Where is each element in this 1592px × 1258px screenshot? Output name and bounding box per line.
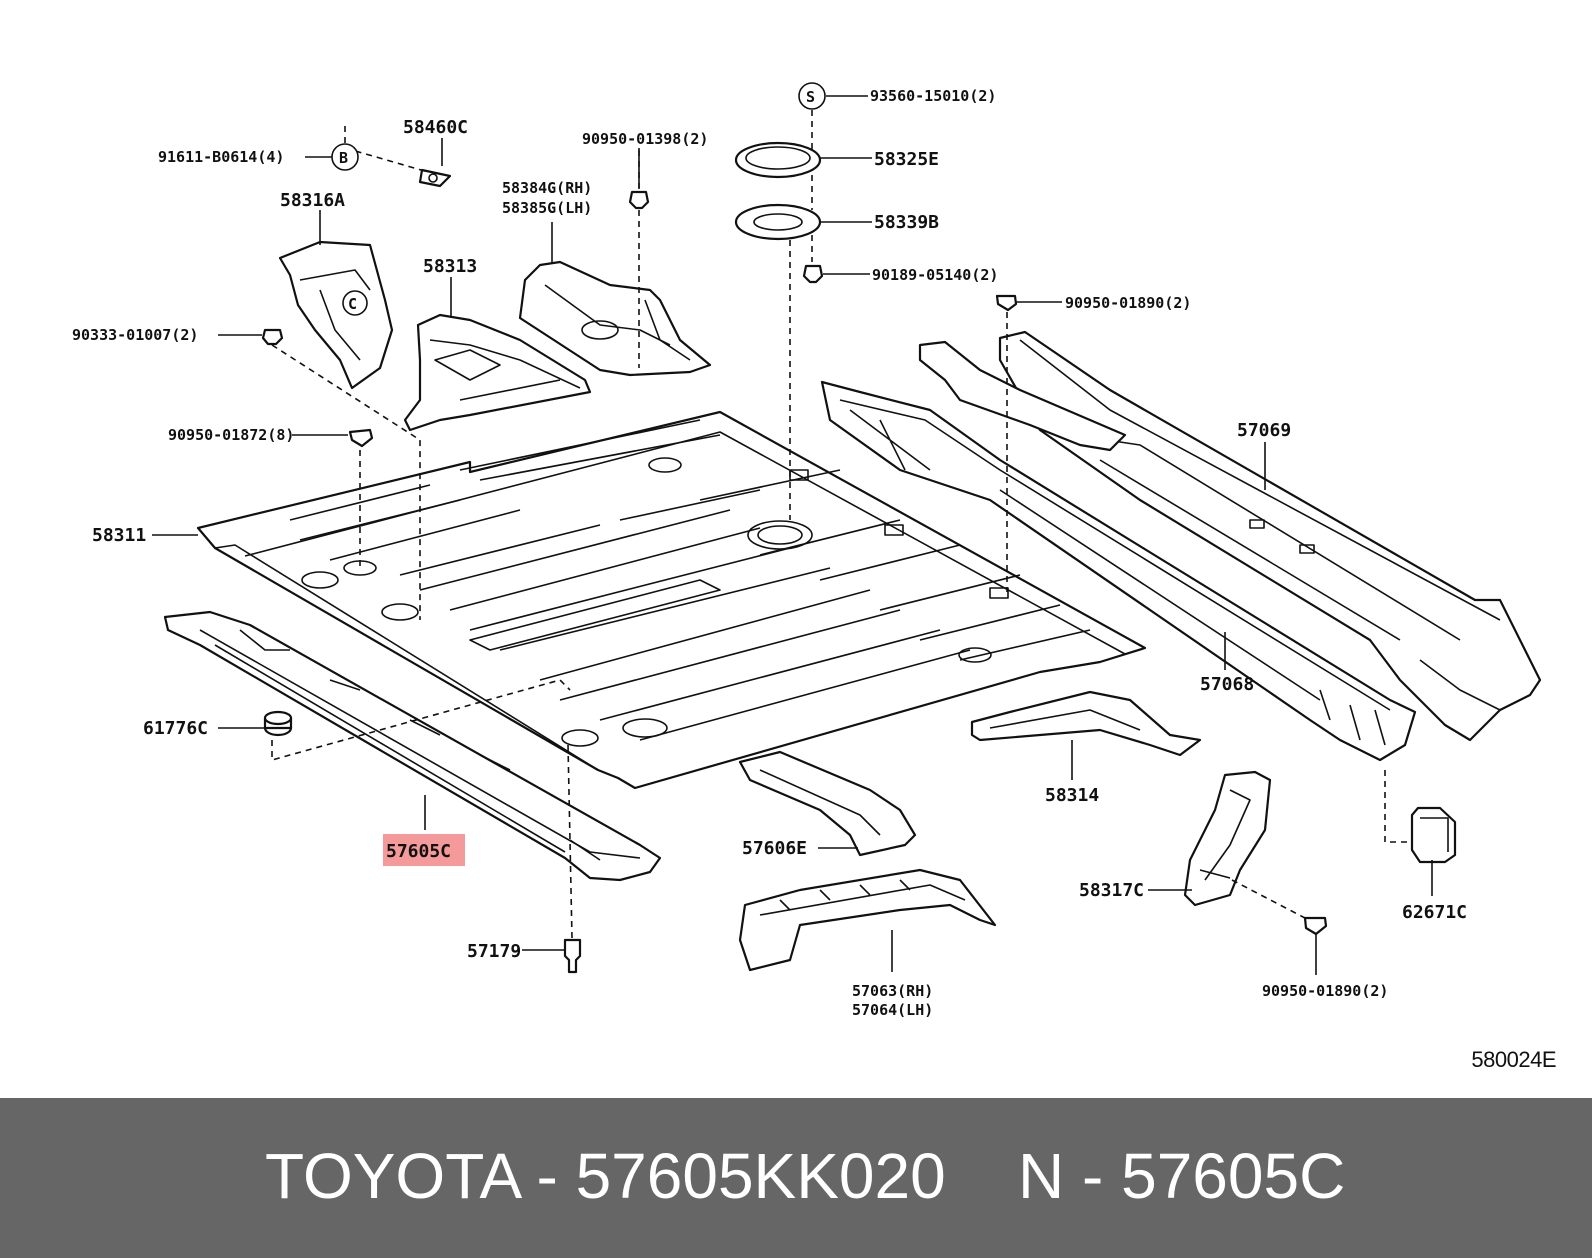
clip-90950-01398[interactable]	[628, 190, 650, 210]
callout-57063[interactable]: 57063(RH)	[852, 982, 933, 1000]
pad-58325e[interactable]	[734, 141, 822, 179]
callout-highlight	[383, 834, 465, 866]
callout-58339b[interactable]: 58339B	[874, 212, 939, 233]
marker-b: B	[339, 149, 348, 167]
callout-58384g[interactable]: 58384G(RH)	[502, 179, 592, 197]
callout-58317c[interactable]: 58317C	[1079, 880, 1144, 901]
bracket-58384g[interactable]	[518, 260, 712, 377]
clip-90950-01890-bottom[interactable]	[1303, 916, 1328, 936]
bolt-57179[interactable]	[563, 938, 582, 974]
bracket-58317c[interactable]	[1183, 770, 1272, 907]
floor-pan-58311[interactable]	[196, 410, 1147, 790]
parts-diagram: C	[72, 82, 1542, 1019]
member-57063[interactable]	[738, 868, 997, 972]
marker-s: S	[806, 88, 815, 106]
guide-lines	[271, 110, 1412, 939]
marker-c: C	[348, 295, 357, 313]
callout-58460c[interactable]: 58460C	[403, 117, 468, 138]
callout-57068[interactable]: 57068	[1200, 674, 1254, 695]
clip-90950-01890-top[interactable]	[995, 294, 1018, 312]
callout-90189-05140[interactable]: 90189-05140(2)	[872, 266, 998, 284]
marker-s-circle: S	[798, 82, 826, 110]
clip-90333-01007[interactable]	[261, 328, 284, 346]
callout-93560-15010[interactable]: 93560-15010(2)	[870, 87, 996, 105]
figure-code: 580024E	[1471, 1047, 1556, 1072]
footer-part-number: TOYOTA - 57605KK020	[265, 1140, 946, 1212]
callout-58316a[interactable]: 58316A	[280, 190, 345, 211]
callout-90950-01890-bottom[interactable]: 90950-01890(2)	[1262, 982, 1388, 1000]
bracket-58316a[interactable]: C	[278, 240, 394, 390]
bracket-58313[interactable]	[403, 313, 592, 432]
callout-90950-01890-top[interactable]: 90950-01890(2)	[1065, 294, 1191, 312]
callout-90333-01007[interactable]: 90333-01007(2)	[72, 326, 198, 344]
callout-labels: 93560-15010(2) 58460C 91611-B0614(4) 909…	[72, 87, 1467, 1019]
callout-57064[interactable]: 57064(LH)	[852, 1001, 933, 1019]
clip-90950-01872[interactable]	[348, 428, 374, 448]
side-rail-57068[interactable]	[820, 380, 1417, 762]
plug-62671c[interactable]	[1410, 806, 1457, 864]
callout-58385g[interactable]: 58385G(LH)	[502, 199, 592, 217]
nut-61776c[interactable]	[263, 710, 293, 737]
callout-91611-b0614[interactable]: 91611-B0614(4)	[158, 148, 284, 166]
callout-58314[interactable]: 58314	[1045, 785, 1099, 806]
rail-upper-segment	[918, 340, 1127, 452]
pad-58339b[interactable]	[734, 203, 822, 241]
callout-57605c[interactable]: 57605C	[386, 841, 451, 862]
callout-58313[interactable]: 58313	[423, 256, 477, 277]
footer-callout-ref: N - 57605C	[1018, 1140, 1346, 1212]
callout-58311[interactable]: 58311	[92, 525, 146, 546]
callout-90950-01398[interactable]: 90950-01398(2)	[582, 130, 708, 148]
callout-57606e[interactable]: 57606E	[742, 838, 807, 859]
member-57606e[interactable]	[738, 750, 917, 857]
callout-57179[interactable]: 57179	[467, 941, 521, 962]
callout-62671c[interactable]: 62671C	[1402, 902, 1467, 923]
callout-61776c[interactable]: 61776C	[143, 718, 208, 739]
fastener-58460c[interactable]	[418, 168, 452, 188]
leader-lines	[152, 95, 1433, 975]
bracket-58314[interactable]	[970, 690, 1202, 757]
rocker-rail-57605c[interactable]	[163, 610, 662, 882]
callout-90950-01872[interactable]: 90950-01872(8)	[168, 426, 294, 444]
marker-b-circle: B	[331, 143, 359, 171]
callout-58325e[interactable]: 58325E	[874, 149, 939, 170]
callout-57069[interactable]: 57069	[1237, 420, 1291, 441]
clip-90189-05140[interactable]	[802, 264, 824, 284]
footer-bar: TOYOTA - 57605KK020 N - 57605C	[0, 1098, 1592, 1258]
